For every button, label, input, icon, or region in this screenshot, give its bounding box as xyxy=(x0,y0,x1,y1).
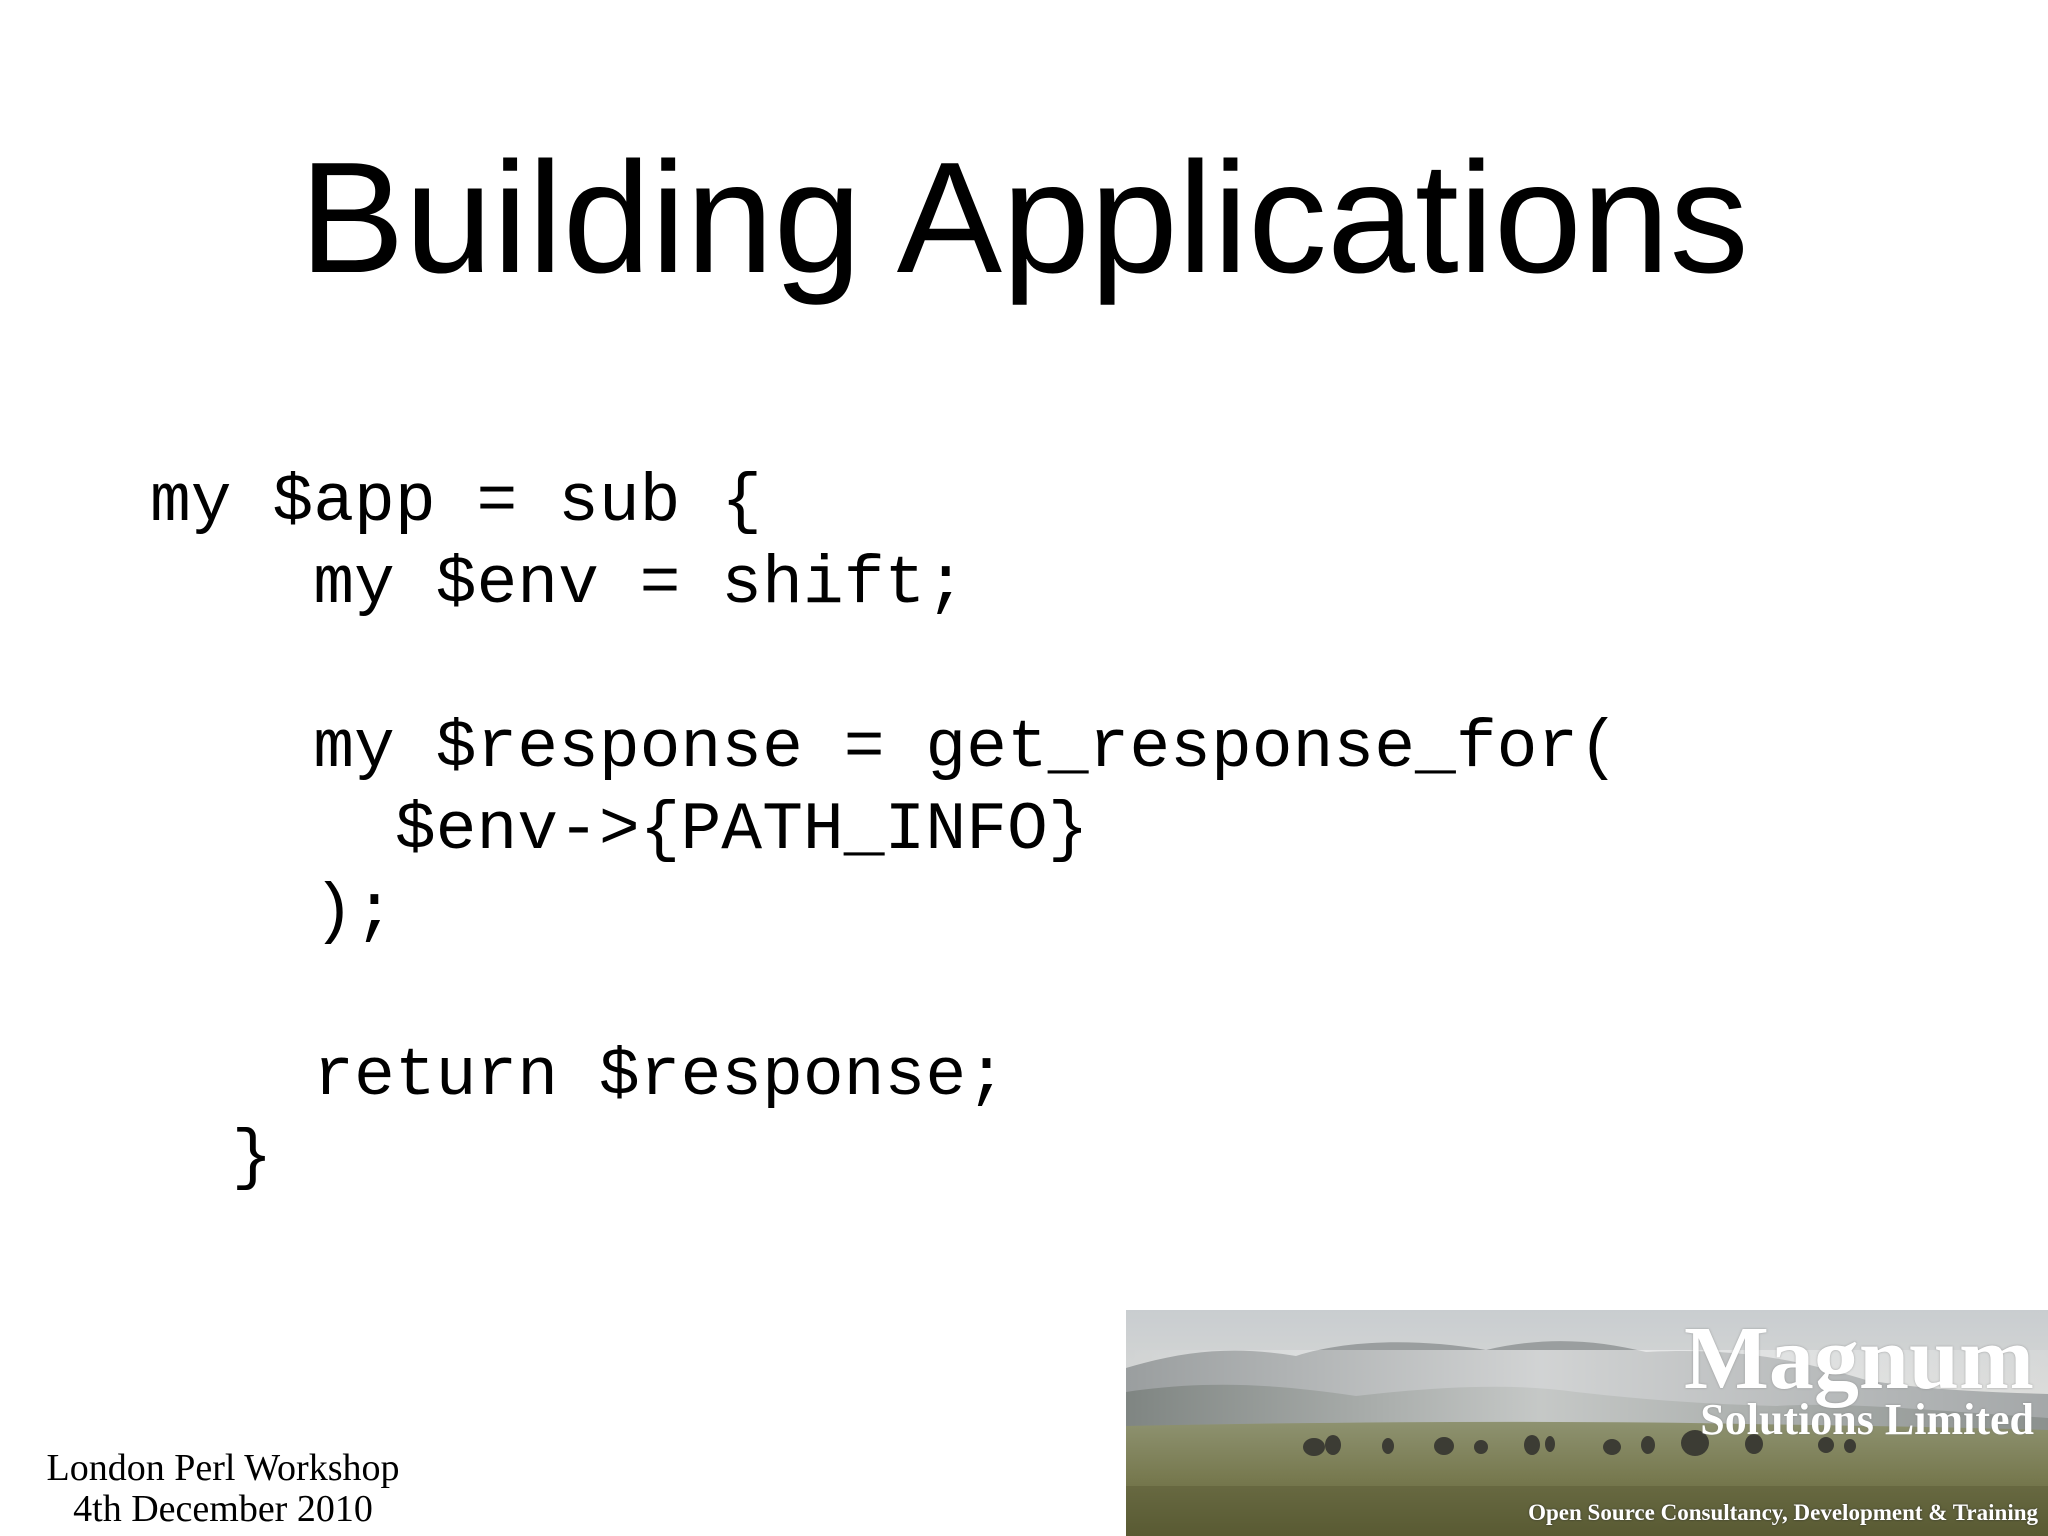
slide-title: Building Applications xyxy=(299,130,1749,306)
code-line: ); xyxy=(150,874,395,951)
code-line: my $env = shift; xyxy=(150,546,967,623)
code-block: my $app = sub { my $env = shift; my $res… xyxy=(150,462,1619,1200)
company-tagline: Open Source Consultancy, Development & T… xyxy=(1528,1500,2038,1525)
code-line: my $app = sub { xyxy=(150,464,763,541)
code-line: return $response; xyxy=(150,1038,1007,1115)
code-line: } xyxy=(150,1120,273,1197)
company-logo-name: Magnum xyxy=(1683,1310,2034,1408)
landscape-image xyxy=(1126,1310,2048,1536)
code-line: $env->{PATH_INFO} xyxy=(150,792,1089,869)
code-line xyxy=(150,954,1619,1036)
code-line: my $response = get_response_for( xyxy=(150,710,1620,787)
company-banner: Magnum Solutions Limited Open Source Con… xyxy=(1126,1310,2048,1536)
footer-event: London Perl Workshop xyxy=(46,1447,400,1489)
code-line xyxy=(150,626,1619,708)
footer-date: 4th December 2010 xyxy=(73,1488,373,1530)
company-logo-suffix: Solutions Limited xyxy=(1700,1395,2034,1444)
slide-footer: London Perl Workshop 4th December 2010 xyxy=(0,1448,446,1530)
